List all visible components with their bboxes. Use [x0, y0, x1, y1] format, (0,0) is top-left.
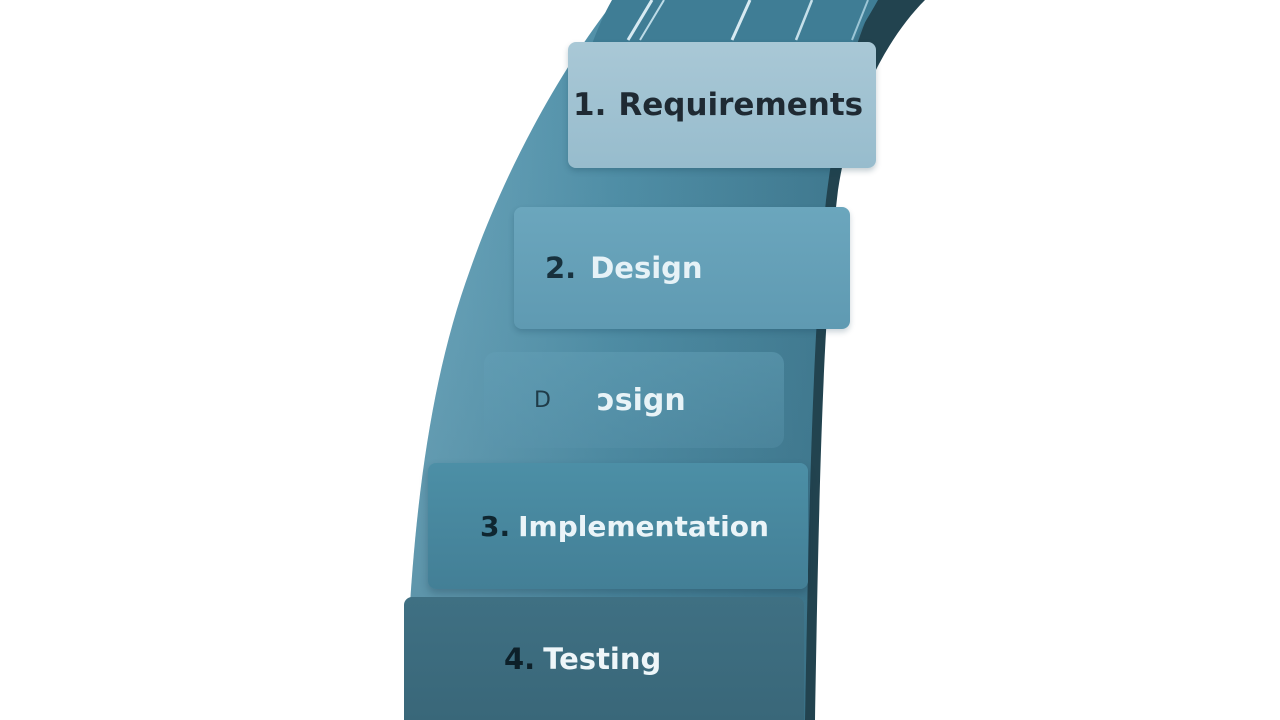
- step-number: 1.: [573, 87, 607, 123]
- step-label: Testing: [543, 642, 662, 676]
- step-label: Design: [590, 251, 703, 285]
- stripe-4: [794, 0, 814, 41]
- stripe-3: [730, 0, 752, 41]
- step-design: 2. Design: [514, 207, 850, 329]
- step-label: Implementation: [518, 509, 769, 543]
- step-design-duplicate: D ɔsign: [484, 352, 784, 448]
- step-implementation: 3. Implementation: [428, 463, 808, 589]
- step-number: 4.: [504, 642, 536, 676]
- stripe-5: [851, 0, 869, 41]
- step-number: 3.: [480, 509, 511, 543]
- step-requirements: 1. Requirements: [568, 42, 876, 168]
- band-outer-rim: [800, 0, 925, 720]
- step-number: D: [534, 387, 551, 413]
- step-label: Requirements: [618, 87, 864, 123]
- step-number: 2.: [545, 251, 577, 285]
- stripe-2: [639, 0, 665, 41]
- stripe-1: [626, 0, 654, 41]
- step-label: ɔsign: [596, 382, 686, 418]
- step-testing: 4. Testing: [404, 597, 804, 720]
- band-top-segment: [592, 0, 878, 44]
